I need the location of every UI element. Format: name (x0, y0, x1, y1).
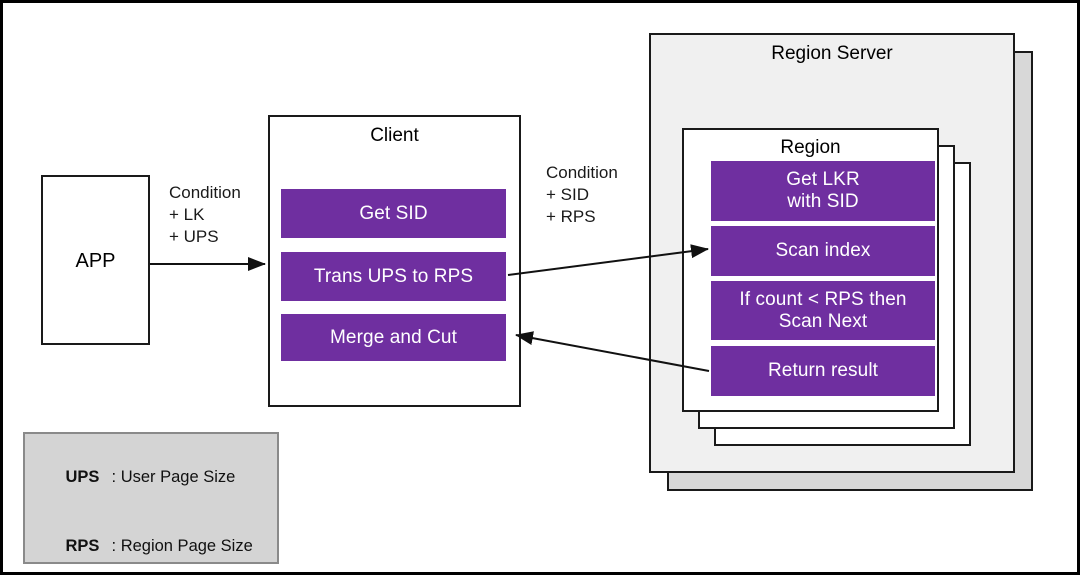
region-step-get-lkr[interactable]: Get LKR with SID (711, 161, 935, 221)
client-step-get-sid[interactable]: Get SID (281, 189, 506, 238)
region-title: Region (780, 137, 841, 158)
region-step-scan-index[interactable]: Scan index (711, 226, 935, 276)
app-label: APP (75, 250, 116, 272)
app-box (41, 175, 150, 345)
legend-sep: : (111, 537, 121, 555)
legend-row: UPS: User Page Size (38, 443, 277, 512)
region-step-if-count[interactable]: If count < RPS then Scan Next (711, 281, 935, 340)
client-title: Client (370, 125, 419, 146)
client-step-trans-ups-to-rps[interactable]: Trans UPS to RPS (281, 252, 506, 301)
legend-abbr: RPS (65, 537, 100, 555)
legend-row: RPS: Region Page Size (38, 512, 277, 572)
legend-text: Region Page Size (120, 537, 253, 555)
region-step-return-result[interactable]: Return result (711, 346, 935, 396)
edge-label-client-to-region: Condition + SID + RPS (546, 163, 618, 226)
legend-box: UPS: User Page Size RPS: Region Page Siz… (23, 432, 279, 564)
region-server-title: Region Server (771, 43, 893, 64)
edge-label-app-to-client: Condition + LK + UPS (169, 183, 241, 246)
legend-text: User Page Size (120, 468, 236, 486)
legend-abbr: UPS (65, 468, 100, 486)
legend-sep: : (111, 468, 121, 486)
client-step-merge-and-cut[interactable]: Merge and Cut (281, 314, 506, 361)
